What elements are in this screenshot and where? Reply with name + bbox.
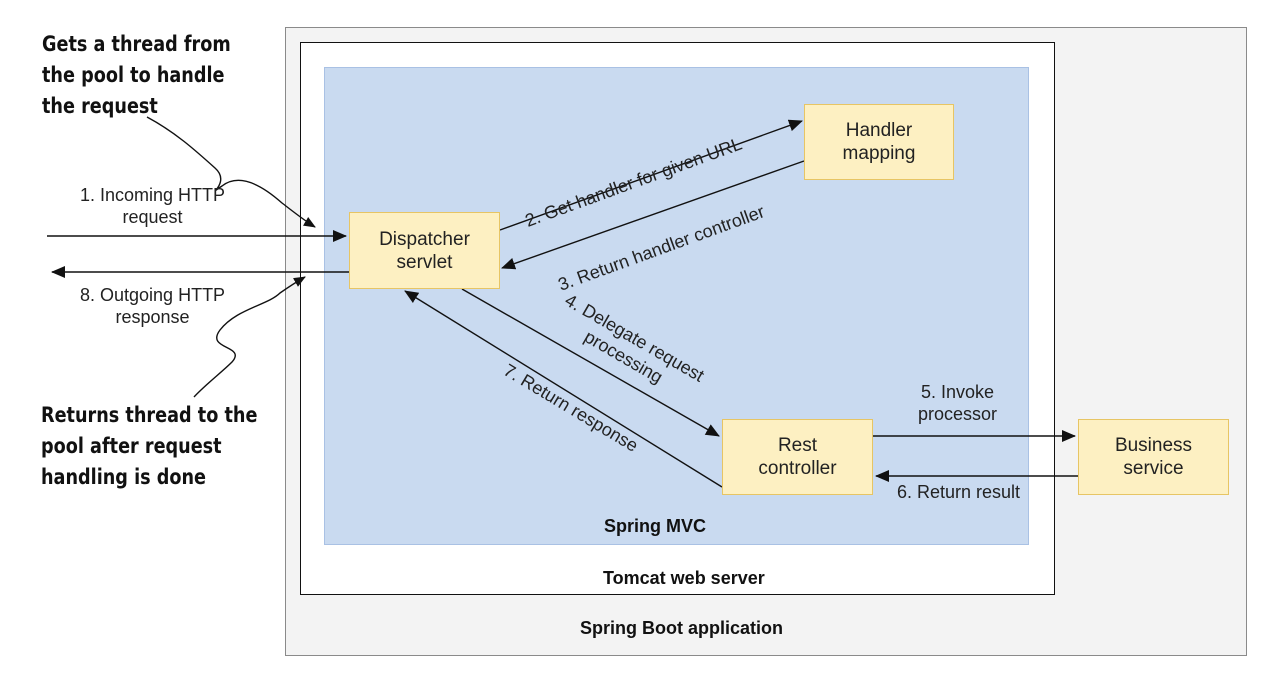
returns-thread-callout (193, 276, 306, 398)
edge-get-handler-arrow (499, 119, 803, 231)
spring-boot-label: Spring Boot application (580, 618, 783, 638)
gets-thread-annotation: Gets a thread from the pool to handle th… (42, 29, 231, 122)
edge-invoke-line-1: 5. Invoke (920, 382, 995, 402)
edge-delegate-arrow (461, 288, 720, 437)
gets-thread-line-3: the request (42, 94, 158, 118)
edge-incoming-label: 1. Incoming HTTP request (80, 184, 225, 228)
edge-return-response-arrow (404, 290, 723, 488)
business-service-node: Business service (1078, 419, 1229, 495)
edge-outgoing-label: 8. Outgoing HTTP response (80, 284, 225, 328)
returns-thread-line-2: pool after request (41, 434, 222, 458)
gets-thread-callout (146, 116, 316, 228)
spring-mvc-label: Spring MVC (604, 516, 706, 536)
returns-thread-line-1: Returns thread to the (41, 403, 258, 427)
edge-outgoing-line-2: response (115, 307, 190, 327)
edge-invoke-line-2: processor (918, 404, 998, 424)
edge-incoming-line-1: 1. Incoming HTTP (80, 185, 226, 205)
returns-thread-line-3: handling is done (41, 465, 207, 489)
edge-incoming-line-2: request (122, 207, 183, 227)
returns-thread-annotation: Returns thread to the pool after request… (41, 400, 257, 493)
edge-outgoing-line-1: 8. Outgoing HTTP (80, 285, 226, 305)
edge-invoke-label: 5. Invoke processor (918, 381, 997, 425)
gets-thread-line-2: the pool to handle (42, 63, 225, 87)
dispatcher-servlet-node: Dispatcher servlet (349, 212, 500, 289)
edge-return-result-label: 6. Return result (897, 482, 1021, 502)
tomcat-label: Tomcat web server (603, 568, 765, 588)
handler-mapping-node: Handler mapping (804, 104, 954, 180)
edge-return-handler-arrow (501, 160, 805, 270)
gets-thread-line-1: Gets a thread from (42, 32, 231, 56)
rest-controller-node: Rest controller (722, 419, 873, 495)
